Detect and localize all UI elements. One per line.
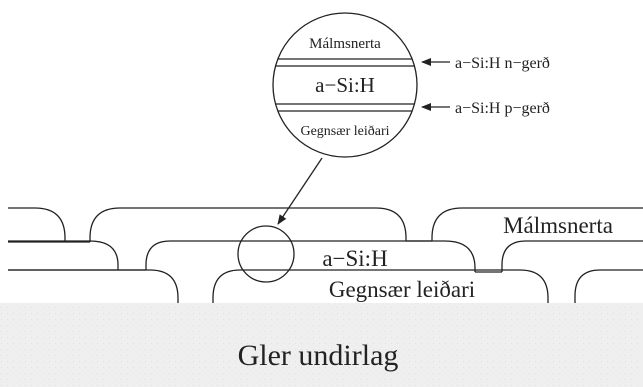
magnify-arrow <box>277 157 323 225</box>
transparent-conductor-label: Gegnsær leiðari <box>329 277 475 302</box>
silicon-segment-right <box>501 240 643 272</box>
focus-circle <box>237 225 295 283</box>
detail-tco-label: Gegnsær leiðari <box>300 124 389 139</box>
layer-outlines <box>8 207 643 303</box>
p-type-label: a−Si:H p−gerð <box>455 100 550 117</box>
magnified-detail: Málmsnerta a−Si:H Gegnsær leiðari <box>272 12 418 158</box>
magnified-circle <box>272 12 418 158</box>
metal-segment-left <box>8 207 66 242</box>
n-type-label: a−Si:H n−gerð <box>455 55 550 72</box>
silicon-segment-center <box>145 240 476 272</box>
substrate-label: Gler undirlag <box>238 339 399 372</box>
glass-substrate <box>0 303 643 387</box>
detail-silicon-label: a−Si:H <box>315 73 375 97</box>
silicon-segment-left <box>8 240 119 270</box>
tco-segment-center <box>212 269 549 303</box>
detail-metal-label: Málmsnerta <box>309 36 381 52</box>
silicon-label: a−Si:H <box>322 246 387 271</box>
tco-segment-left <box>8 269 179 303</box>
metal-segment-center <box>89 207 407 242</box>
tco-segment-right <box>574 269 643 303</box>
metal-segment-right <box>431 207 643 241</box>
metal-contact-label: Málmsnerta <box>503 213 613 238</box>
